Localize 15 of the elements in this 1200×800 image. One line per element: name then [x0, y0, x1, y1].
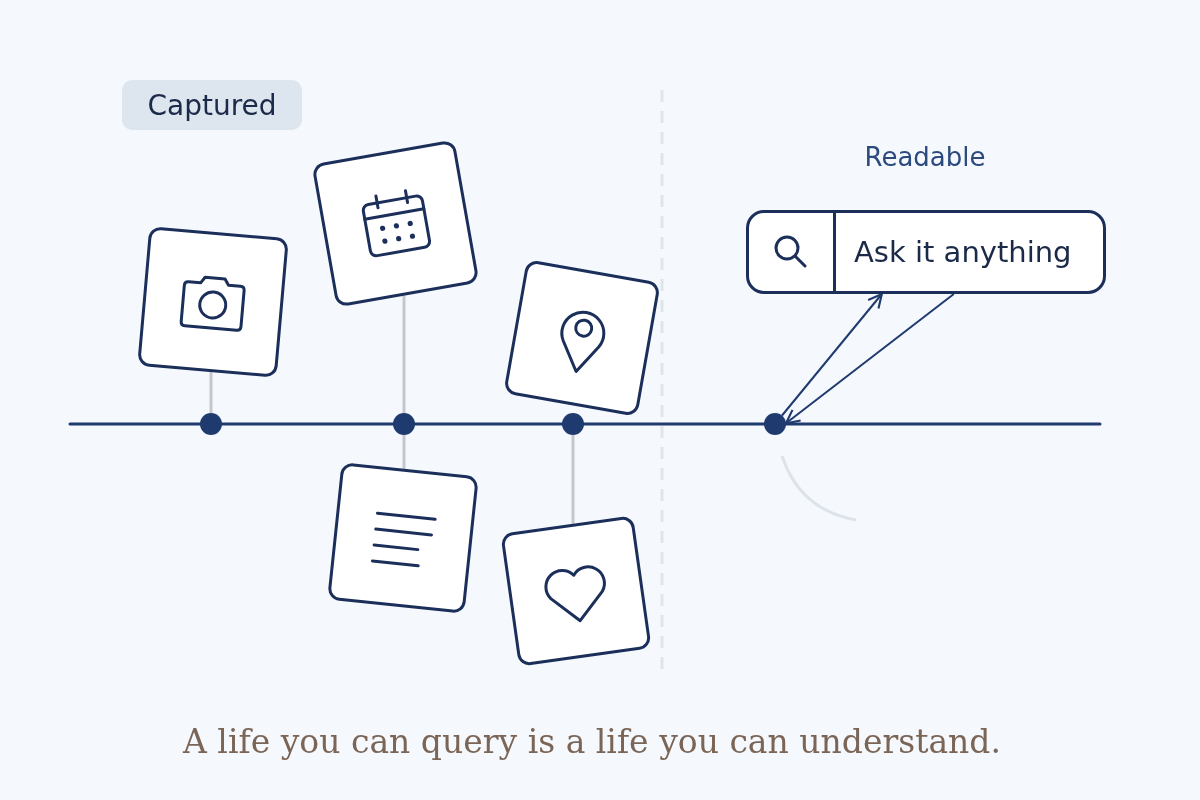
search-field: [746, 210, 1106, 294]
section-heading: Readable: [863, 142, 987, 172]
timeline-dot: [393, 413, 415, 435]
timeline-dot: [200, 413, 222, 435]
connector-line: [571, 435, 575, 524]
section-tag: Captured: [122, 80, 302, 130]
connector-line: [209, 372, 213, 413]
search-placeholder: Ask it anything: [853, 235, 1072, 269]
connector-line: [402, 435, 406, 469]
caption: A life you can query is a life you can understand.: [181, 722, 1002, 761]
arrow: [781, 292, 883, 417]
timeline-dot: [764, 413, 786, 435]
timeline-dot: [562, 413, 584, 435]
arrow: [784, 293, 955, 425]
connector-line: [402, 295, 406, 413]
